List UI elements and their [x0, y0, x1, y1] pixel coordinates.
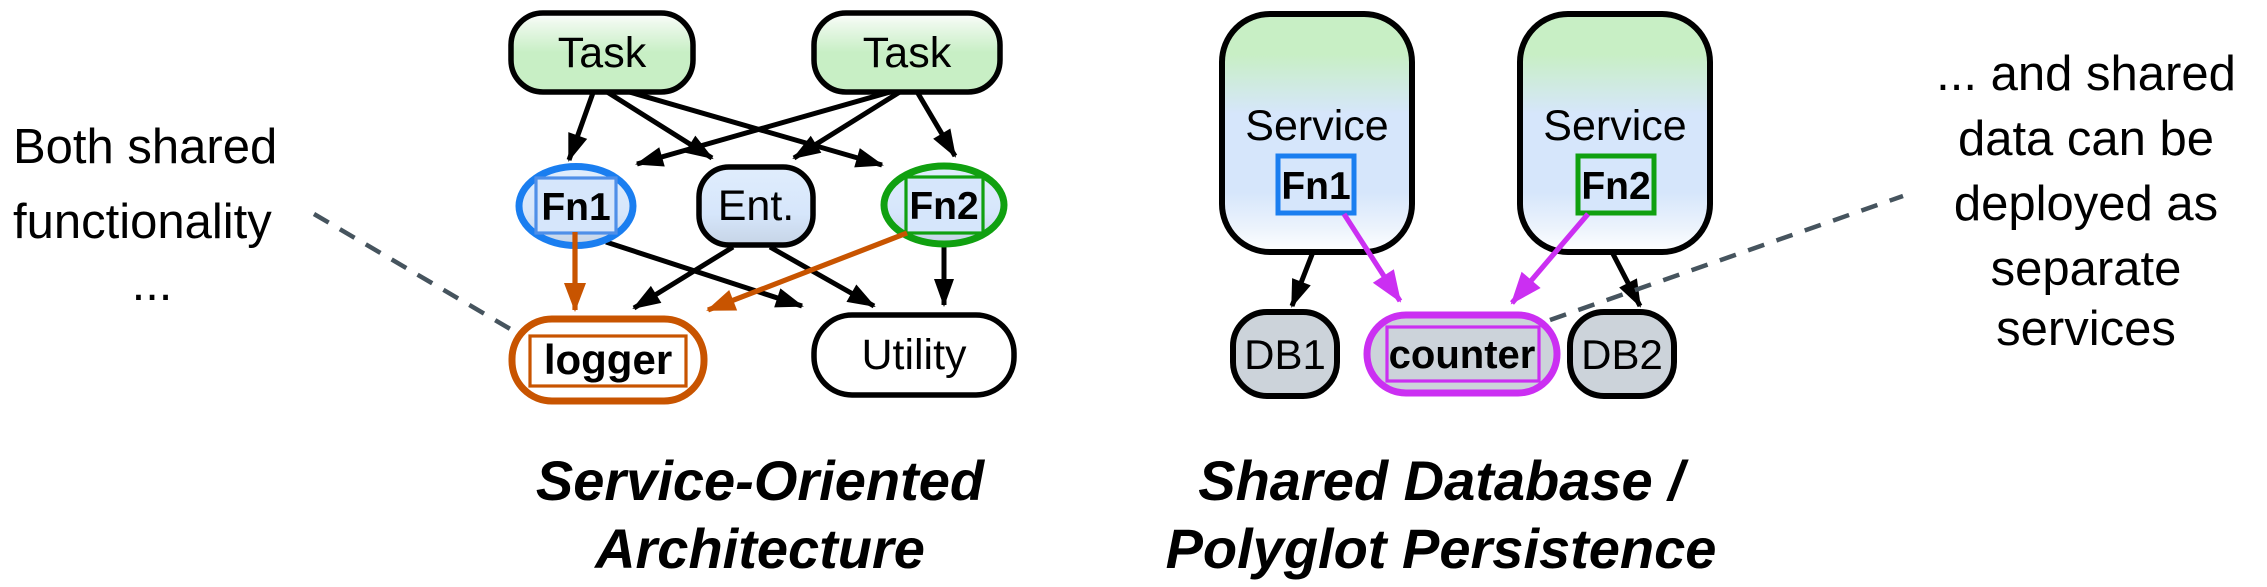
service1-fn1-box [1275, 153, 1357, 216]
node-utility: Utility [811, 312, 1017, 398]
edge-task2-fn2 [913, 88, 958, 158]
right-annotation-line4: separate [1991, 242, 2182, 296]
node-fn2: Fn2 [880, 162, 1008, 248]
service1-label: Service [1245, 102, 1388, 150]
utility-label: Utility [861, 331, 967, 379]
db2-shape [1567, 309, 1677, 399]
node-service2: Service Fn2 [1517, 11, 1713, 255]
task2-label: Task [863, 29, 952, 77]
right-annotation-pointer-line [1549, 193, 1904, 323]
task1-label: Task [558, 29, 647, 77]
fn2-label: Fn2 [909, 185, 978, 228]
fn2-inner-box [904, 175, 985, 235]
left-annotation-line1: Both shared [13, 120, 277, 174]
left-annotation-line3: ... [132, 257, 173, 311]
fn1-label: Fn1 [541, 186, 610, 229]
right-annotation-line2: data can be [1958, 112, 2214, 166]
edge-task2-ent [792, 87, 905, 161]
shared-db-title-line2: Polyglot Persistence [1166, 517, 1717, 580]
service2-fn2-box [1575, 153, 1657, 216]
ent-shape [696, 164, 816, 248]
node-counter: counter [1363, 311, 1561, 397]
service1-fn1-label: Fn1 [1281, 165, 1350, 208]
edge-fn2-logger [706, 230, 908, 313]
counter-label: counter [1389, 333, 1536, 377]
node-ent: Ent. [696, 164, 816, 248]
node-task2: Task [811, 10, 1003, 95]
right-annotation: ... and shared data can be deployed as s… [1936, 47, 2236, 356]
logger-label: logger [544, 336, 672, 383]
db1-label: DB1 [1244, 331, 1326, 378]
node-db2: DB2 [1567, 309, 1677, 399]
soa-title-line1: Service-Oriented [536, 449, 986, 512]
counter-ring [1363, 311, 1561, 397]
service2-label: Service [1543, 102, 1686, 150]
edge-task1-fn2 [611, 84, 884, 168]
shared-db-title-line1: Shared Database / [1198, 449, 1689, 512]
task1-shape [508, 10, 696, 95]
db2-label: DB2 [1581, 331, 1663, 378]
db1-shape [1230, 309, 1340, 399]
counter-inner-box [1385, 325, 1541, 383]
service2-shape [1517, 11, 1713, 255]
node-db1: DB1 [1230, 309, 1340, 399]
right-annotation-line1: ... and shared [1936, 47, 2236, 101]
edge-task1-fn1 [566, 89, 597, 162]
ent-label: Ent. [718, 182, 795, 230]
edge-service1-db1 [1289, 251, 1316, 308]
node-service1: Service Fn1 [1219, 11, 1415, 255]
logger-inner-box [528, 334, 688, 388]
service2-fn2-label: Fn2 [1581, 165, 1650, 208]
left-annotation: Both shared functionality ... [13, 120, 277, 311]
right-annotation-line5: services [1996, 302, 2176, 356]
soa-diagram: Task Task Fn1 Ent. Fn2 logger [312, 10, 1017, 580]
fn1-inner-box [534, 176, 618, 235]
logger-ring [508, 315, 708, 405]
edge-fn1-utility [605, 239, 804, 309]
edge-task2-fn1 [635, 87, 898, 167]
shared-db-diagram: Service Fn1 Service Fn2 DB1 counter DB2 [1166, 11, 1904, 580]
task2-shape [811, 10, 1003, 95]
soa-title-line2: Architecture [593, 517, 925, 580]
service1-shape [1219, 11, 1415, 255]
edge-ent-logger [632, 244, 735, 311]
node-task1: Task [508, 10, 696, 95]
utility-shape [811, 312, 1017, 398]
edge-ent-utility [768, 244, 876, 309]
left-annotation-pointer-line [312, 212, 514, 332]
left-annotation-line2: functionality [13, 195, 272, 249]
node-logger: logger [508, 315, 708, 405]
edge-fn2-counter [1510, 212, 1590, 305]
edge-service2-db2 [1609, 250, 1643, 308]
edge-fn1-counter [1341, 212, 1403, 303]
right-annotation-line3: deployed as [1954, 177, 2218, 231]
